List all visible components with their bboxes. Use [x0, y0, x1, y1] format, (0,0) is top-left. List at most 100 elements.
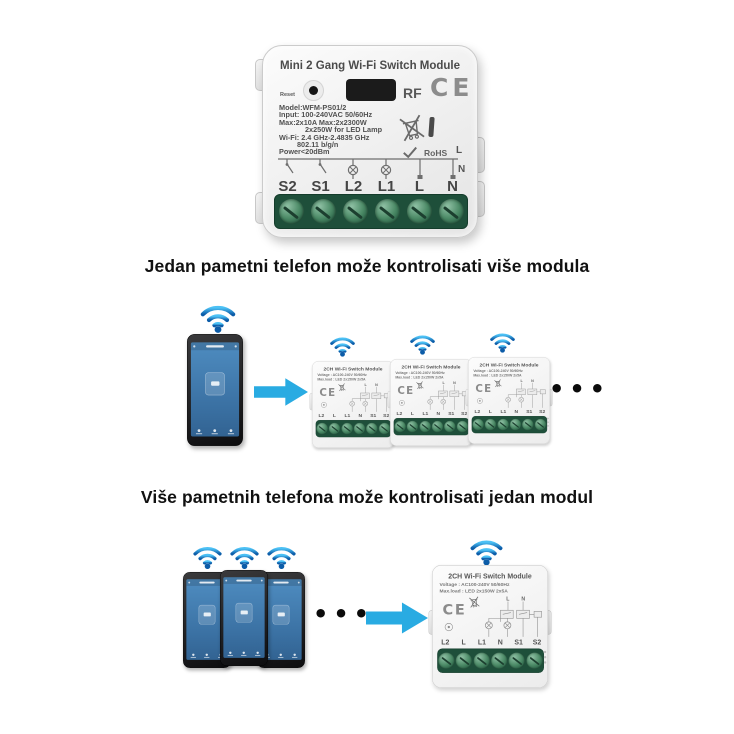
label-window	[346, 79, 396, 101]
screw-terminal	[485, 418, 497, 431]
terminal-label: N	[497, 638, 503, 647]
module-voltage-spec: Voltage : AC100-240V 50/60Hz	[473, 368, 523, 373]
module-load-spec: Max.load : LED 2x150W 2x5A	[473, 372, 522, 378]
dial-icon	[321, 402, 327, 408]
wifi-icon	[330, 337, 355, 357]
wifi-signal	[199, 301, 237, 333]
screw-terminal	[310, 199, 336, 224]
svg-text:L: L	[442, 381, 445, 385]
terminal-labels: L2 L L1 N S1 S2	[472, 409, 547, 415]
section-two-heading: Više pametnih telefona može kontrolisati…	[140, 487, 594, 507]
line-l-label: L	[456, 145, 463, 156]
app-switch-tile	[235, 602, 253, 623]
module-title: 2CH Wi-Fi Switch Module	[448, 571, 532, 581]
terminal-label: L1	[500, 408, 507, 415]
screw-terminal	[406, 199, 432, 224]
module-voltage-spec: Voltage : AC100-240V 50/60Hz	[439, 581, 510, 588]
app-nav-item	[292, 653, 298, 658]
rohs-label: RoHS	[424, 148, 448, 158]
line-n-label: N	[458, 164, 466, 175]
weee-bin-icon	[494, 379, 502, 388]
app-menu-icon	[260, 579, 263, 582]
app-menu-icon	[297, 581, 300, 584]
reset-button	[309, 86, 318, 95]
screw-terminal	[522, 418, 534, 431]
terminal-label: L2	[318, 412, 325, 419]
wifi-switch-module: 2CH Wi-Fi Switch Module Voltage : AC100-…	[309, 361, 397, 448]
terminal-label: L	[332, 412, 336, 419]
app-nav-item	[255, 651, 261, 656]
spec-line: 2x250W for LED Lamp	[305, 125, 383, 135]
screw-terminal	[378, 422, 391, 435]
rf-label: RF	[403, 85, 422, 101]
wifi-signal	[192, 543, 223, 570]
terminal-block	[393, 418, 470, 436]
terminal-label: L	[461, 638, 466, 647]
spec-line: 802.11 b/g/n	[297, 140, 339, 150]
spec-line: Model:WFM-PS01/2	[279, 103, 347, 112]
terminal-block	[437, 648, 544, 673]
wifi-icon	[267, 546, 296, 570]
spec-line: Wi-Fi: 2.4 GHz-2.4835 GHz	[279, 132, 370, 142]
app-header-bar	[223, 577, 265, 584]
screw-terminal	[444, 420, 456, 433]
screw-terminal	[366, 422, 378, 435]
app-bottom-nav	[223, 651, 264, 656]
app-menu-icon	[234, 345, 237, 348]
terminal-label: S2	[461, 410, 468, 417]
app-title-placeholder	[199, 581, 215, 584]
terminal-label: L1	[422, 410, 429, 417]
svg-text:L: L	[364, 383, 367, 387]
screw-terminal	[353, 422, 366, 435]
terminal-labels: L2 L L1 N S1 S2	[316, 413, 391, 419]
module-title: 2CH Wi-Fi Switch Module	[401, 363, 461, 370]
app-header-bar	[190, 342, 240, 351]
screw-terminal	[419, 420, 431, 433]
terminal-label: L1	[377, 178, 396, 195]
wifi-icon	[200, 305, 236, 333]
terminal-label: S1	[514, 638, 523, 647]
terminal-labels: S2 S1 L2 L1 L N	[274, 178, 466, 195]
weee-bin-icon	[416, 381, 424, 390]
app-title-placeholder	[273, 581, 289, 584]
smartphone	[220, 570, 268, 666]
wifi-signal	[469, 536, 504, 566]
check-icon	[403, 146, 417, 159]
terminal-label: L2	[441, 638, 450, 647]
svg-text:L: L	[506, 596, 510, 602]
terminal-label: S1	[448, 410, 455, 417]
terminal-label: S1	[370, 412, 377, 419]
terminal-labels: L2 L L1 N S1 S2	[394, 411, 469, 417]
app-back-icon	[225, 579, 228, 582]
screw-terminal	[341, 422, 353, 435]
terminal-label: L2	[344, 178, 363, 195]
terminal-label: S2	[278, 178, 297, 195]
phone-app-screen	[223, 577, 265, 658]
app-nav-item	[227, 429, 235, 435]
terminal-label: N	[447, 178, 458, 195]
svg-text:N: N	[453, 381, 456, 385]
spec-line: Power<20dBm	[279, 147, 330, 157]
screw-terminal	[438, 199, 464, 224]
terminal-label: L1	[477, 638, 487, 647]
screw-terminal	[407, 420, 419, 433]
screw-terminal	[456, 652, 473, 669]
vent-holes	[543, 650, 547, 664]
flow-arrow-icon	[366, 602, 428, 634]
terminal-label: L	[488, 408, 492, 415]
screw-terminal	[491, 652, 508, 669]
ce-mark: CE	[397, 384, 415, 397]
app-switch-tile	[205, 372, 225, 396]
wifi-switch-module: 2CH Wi-Fi Switch Module Voltage : AC100-…	[465, 357, 553, 444]
screw-terminal	[456, 420, 469, 433]
module-title: 2CH Wi-Fi Switch Module	[323, 365, 383, 372]
wiring-diagram: L N	[349, 383, 390, 412]
wiring-diagram	[278, 158, 458, 179]
smartphone	[187, 334, 243, 446]
app-switch-tile	[272, 604, 290, 625]
screw-terminal	[374, 199, 400, 224]
app-back-icon	[193, 345, 196, 348]
ellipsis-more-modules: •••	[549, 375, 611, 403]
terminal-label: S2	[532, 638, 542, 647]
